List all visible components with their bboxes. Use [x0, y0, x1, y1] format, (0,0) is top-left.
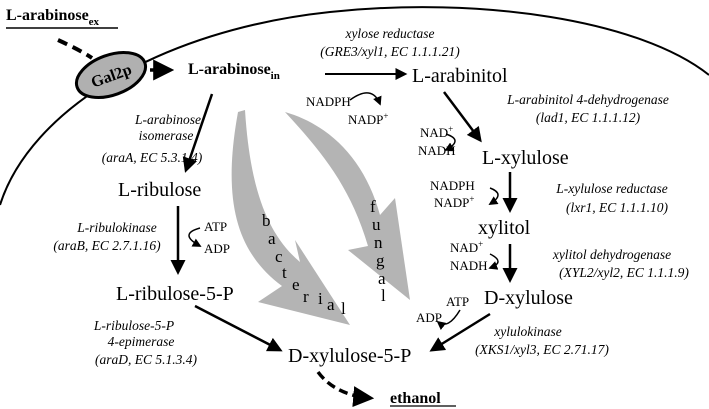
isomerase-code: (araA, EC 5.3.1.4) [102, 150, 203, 165]
bacterial-pathway-arrow [231, 110, 350, 325]
arrow-dxylulose-to-xylulose5p [429, 312, 491, 352]
nadp-label-1: NADP+ [348, 111, 388, 127]
arrow-arabinitol-to-lxylulose [443, 91, 482, 143]
arrow-ribulose5p-to-xylulose5p [194, 304, 283, 352]
xylose-reductase-name: xylose reductase [344, 26, 434, 41]
arabinitol-label: L-arabinitol [412, 65, 508, 87]
nad-label-2: NAD+ [450, 239, 483, 255]
adp-label-1: ADP [204, 241, 230, 256]
atp-adp-curve-2 [436, 309, 461, 331]
bacterial-letter: a [268, 229, 276, 248]
bacterial-letter: e [292, 275, 300, 294]
bacterial-label: b a c t e r i a l [262, 211, 346, 318]
l-xylulose-label: L-xylulose [482, 147, 569, 169]
xylulokinase-code: (XKS1/xyl3, EC 2.71.17) [475, 342, 609, 357]
arabinitol-dh-code: (lad1, EC 1.1.1.12) [536, 110, 641, 125]
xylulokinase-name: xylulokinase [493, 324, 561, 339]
cell-membrane [0, 6, 709, 206]
kinase-code: (araB, EC 2.7.1.16) [53, 238, 161, 253]
bacterial-letter: t [282, 263, 287, 282]
nadph-label-2: NADPH [430, 178, 475, 193]
nad-label-1: NAD+ [420, 124, 453, 140]
fungal-letter: n [374, 233, 383, 252]
fungal-label: f u n g a l [370, 197, 386, 305]
atp-label-2: ATP [446, 294, 469, 309]
xylulose5p-label: D-xylulose-5-P [288, 345, 411, 367]
nad-curve-2 [488, 253, 499, 270]
fungal-letter: f [370, 197, 376, 216]
bacterial-letter: l [341, 299, 346, 318]
fungal-letter: a [378, 269, 386, 288]
atp-adp-curve-1 [188, 227, 202, 247]
arrow-arabinose-to-ribulose [182, 93, 214, 173]
fungal-letter: g [376, 251, 385, 270]
xylitol-dh-code: (XYL2/xyl2, EC 1.1.1.9) [559, 265, 689, 280]
isomerase-name-1: L-arabinose [134, 112, 201, 127]
xylulose-reductase-name: L-xylulose reductase [555, 181, 668, 196]
ethanol-label: ethanol [390, 390, 441, 407]
bacterial-letter: a [327, 295, 335, 314]
nadh-label-1: NADH [418, 143, 456, 158]
ribulose-label: L-ribulose [118, 179, 201, 201]
atp-label-1: ATP [204, 219, 227, 234]
nadp-label-2: NADP+ [434, 194, 474, 210]
bacterial-letter: r [303, 287, 309, 306]
xylitol-dh-name: xylitol dehydrogenase [552, 247, 671, 262]
epimerase-name-1: L-ribulose-5-P [93, 318, 174, 333]
fungal-letter: l [381, 286, 386, 305]
fungal-pathway-arrow [285, 112, 410, 300]
nadph-curve-2 [488, 187, 499, 205]
nadh-label-2: NADH [450, 258, 488, 273]
bacterial-letter: b [262, 211, 271, 230]
adp-label-2: ADP [416, 310, 442, 325]
nadph-curve-1 [349, 92, 382, 106]
ribulose5p-label: L-ribulose-5-P [116, 283, 234, 305]
xylitol-label: xylitol [478, 217, 531, 239]
xylose-reductase-code: (GRE3/xyl1, EC 1.1.1.21) [320, 44, 460, 59]
gal2p-transporter [74, 51, 148, 99]
uptake-arrow [57, 38, 94, 60]
epimerase-name-2: 4-epimerase [108, 334, 175, 349]
nadph-label-1: NADPH [306, 94, 351, 109]
fungal-letter: u [372, 215, 381, 234]
nad-curve-1 [444, 133, 456, 151]
xylulose-reductase-code: (lxr1, EC 1.1.1.10) [566, 200, 668, 215]
epimerase-code: (araD, EC 5.1.3.4) [95, 352, 197, 367]
isomerase-name-2: isomerase [139, 128, 194, 143]
arabinose-in-label: L-arabinosein [188, 61, 280, 82]
arrow-to-ethanol [316, 370, 375, 408]
kinase-name: L-ribulokinase [76, 220, 157, 235]
bacterial-letter: c [275, 247, 283, 266]
d-xylulose-label: D-xylulose [484, 287, 573, 309]
arabinose-ex-label: L-arabinoseex [6, 7, 100, 28]
bacterial-letter: i [318, 289, 323, 308]
arabinitol-dh-name: L-arabinitol 4-dehydrogenase [506, 92, 669, 107]
